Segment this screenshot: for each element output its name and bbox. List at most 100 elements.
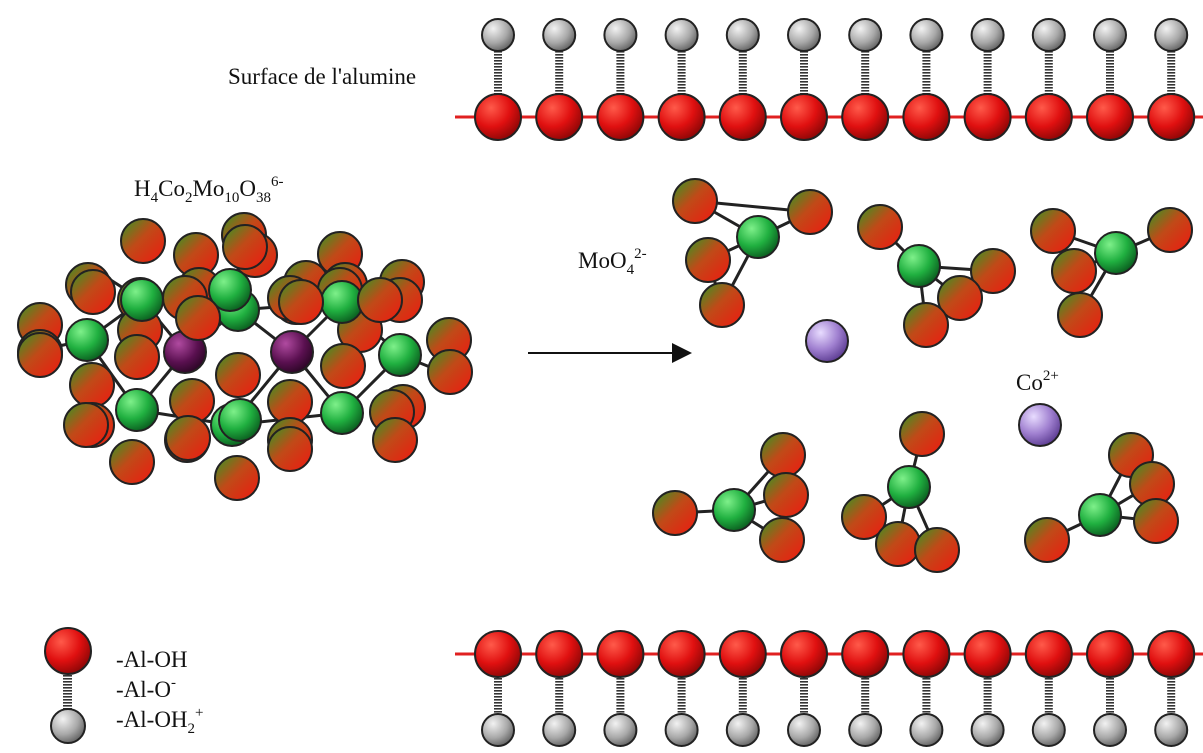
molybdenum-atom [218,398,262,442]
surface-bond [616,677,625,714]
surface-bond [983,50,992,94]
alumina-sphere [780,630,828,678]
formula-part: 4 [627,262,635,278]
molybdenum-atom [712,488,756,532]
molybdate-unit [841,411,960,573]
hydroxyl-sphere [603,713,638,747]
oxygen-atom [760,432,806,478]
molybdenum-atom [1078,493,1122,537]
hydroxyl-sphere [1031,18,1066,52]
legend-al-oh-sphere [44,627,92,675]
oxygen-atom [427,349,473,395]
alumina-sphere [718,93,767,141]
surface-bond [922,50,931,94]
alumina-sphere [780,93,828,141]
hydroxyl-sphere [848,713,883,747]
molybdenum-atom [887,465,931,509]
oxygen-atom [175,295,221,341]
oxygen-atom [672,178,718,224]
oxygen-atom [652,490,698,536]
molybdate-unit [1024,432,1179,563]
oxygen-atom [1051,248,1097,294]
alumina-sphere [902,630,951,678]
surface-bond [1044,677,1053,714]
alumina-sphere [535,630,584,678]
oxygen-atom [165,415,211,461]
cobalt-ion [1018,403,1062,447]
oxygen-atom [763,472,809,518]
hydroxyl-sphere [1031,713,1066,747]
formula-part: Co [158,176,185,201]
legend-bond [63,674,72,714]
oxygen-atom [787,189,833,235]
molybdate-unit [652,432,809,563]
surface-bond [861,50,870,94]
molybdenum-atom [378,333,422,377]
surface-bond [800,677,808,714]
oxygen-atom [63,402,109,448]
molybdenum-atom [320,280,364,324]
surface-bond [1044,50,1053,94]
molybdenum-atom [65,318,109,362]
hydroxyl-sphere [542,18,577,52]
alumina-sphere [902,93,951,141]
formula-part: Mo [192,176,224,201]
alumina-sphere [596,630,645,678]
oxygen-atom [222,224,268,270]
cobalt-ion [805,319,849,363]
hydroxyl-sphere [725,713,760,747]
hydroxyl-sphere [1154,713,1189,747]
oxygen-atom [114,334,160,380]
oxygen-atom [278,279,324,325]
surface-bond [555,50,564,94]
alumina-sphere [657,630,706,678]
alumina-sphere [474,93,522,141]
surface-bond [1106,677,1114,714]
hydroxyl-sphere [603,18,638,52]
oxygen-atom [357,277,403,323]
oxygen-atom [69,362,115,408]
formula-part: 4 [151,190,159,206]
alumina-sphere [657,93,706,141]
oxygen-atom [267,426,313,472]
surface-bond [922,677,931,714]
surface-bond [677,677,686,714]
surface-label: Surface de l'alumine [228,64,416,89]
polyoxometalate-formula: H4Co2Mo10O386- [134,174,284,206]
formula-part: 2 [185,190,193,206]
surface-bond [677,50,686,94]
cobalt-ion-formula: Co2+ [1016,368,1059,395]
oxygen-atom [120,218,166,264]
oxygen-atom [914,527,960,573]
legend-al-oh2-sphere [50,708,86,744]
formula-part: 2 [188,721,196,737]
formula-part: 38 [256,190,271,206]
alumina-sphere [1086,93,1134,141]
surface-bond [555,677,564,714]
surface-bond [616,50,625,94]
formula-part: MoO [578,248,627,273]
hydroxyl-sphere [1154,18,1189,52]
oxygen-atom [699,282,745,328]
alumina-sphere [1086,630,1134,678]
formula-part: -Al-OH [116,707,188,732]
hydroxyl-sphere [664,18,699,52]
formula-part: H [134,176,151,201]
molybdenum-atom [736,215,780,259]
oxygen-atom [1147,207,1193,253]
molybdate-unit [672,178,833,328]
alumina-sphere [1147,93,1196,141]
molybdenum-atom [120,278,164,322]
hydroxyl-sphere [725,18,760,52]
legend: -Al-OH -Al-O- -Al-OH2+ [44,627,204,744]
formula-part: 10 [224,190,239,206]
surface-bond [494,677,502,714]
alumina-sphere [841,630,890,678]
hydroxyl-sphere [542,713,577,747]
hydroxyl-sphere [848,18,883,52]
hydroxyl-sphere [909,18,944,52]
alumina-sphere [535,93,584,141]
surface-bond [494,50,502,94]
hydroxyl-sphere [1093,18,1127,52]
